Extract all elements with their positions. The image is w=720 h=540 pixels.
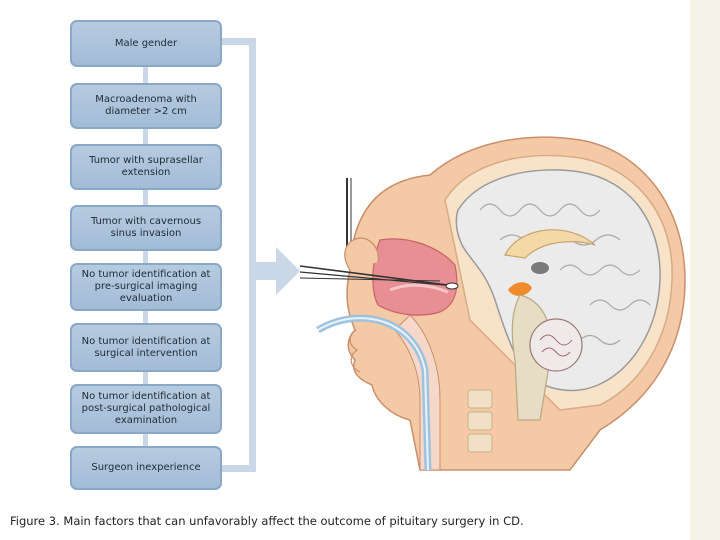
factor-label: No tumor identification at pre-surgical … [81, 269, 211, 304]
corpus-callosum [504, 229, 596, 259]
factor-label: No tumor identification at surgical inte… [81, 335, 211, 359]
factor-cavernous-sinus-invasion: Tumor with cavernous sinus invasion [70, 205, 222, 251]
factor-no-tumor-pathology: No tumor identification at post-surgical… [70, 384, 222, 434]
arrow-right-icon [256, 247, 300, 295]
brain [455, 169, 661, 392]
factor-surgeon-inexperience: Surgeon inexperience [70, 446, 222, 490]
connector [143, 67, 148, 84]
lips [349, 329, 361, 373]
factor-label: Tumor with suprasellar extension [89, 155, 203, 178]
connector [143, 433, 148, 447]
factor-suprasellar-extension: Tumor with suprasellar extension [70, 144, 222, 190]
connector [143, 310, 148, 324]
factor-label: No tumor identification at post-surgical… [81, 391, 211, 426]
surgical-instrument [299, 265, 456, 287]
ventricle [531, 262, 549, 274]
figure-caption: Figure 3. Main factors that can unfavora… [10, 514, 524, 528]
pituitary-tumor [508, 282, 532, 296]
factor-no-tumor-imaging: No tumor identification at pre-surgical … [70, 263, 222, 311]
factor-macroadenoma: Macroadenoma with diameter >2 cm [70, 83, 222, 129]
factor-no-tumor-surgery: No tumor identification at surgical inte… [70, 323, 222, 372]
bracket-bottom [222, 465, 256, 472]
bracket-top [222, 38, 256, 45]
factor-label: Macroadenoma with diameter >2 cm [95, 94, 197, 117]
factor-male-gender: Male gender [70, 20, 222, 67]
connector [143, 250, 148, 264]
factor-label: Surgeon inexperience [91, 462, 201, 473]
vertebra [467, 433, 493, 453]
cerebellum [529, 318, 583, 372]
connector [143, 128, 148, 145]
nasal-cavity [372, 238, 458, 316]
vertebra [467, 411, 493, 431]
nose [344, 237, 379, 271]
factor-label: Tumor with cavernous sinus invasion [90, 216, 202, 239]
background-strip [690, 0, 720, 540]
bracket-vertical [249, 38, 256, 472]
vertebra [467, 389, 493, 409]
connector [143, 189, 148, 206]
connector [143, 371, 148, 385]
factor-label: Male gender [114, 37, 178, 49]
